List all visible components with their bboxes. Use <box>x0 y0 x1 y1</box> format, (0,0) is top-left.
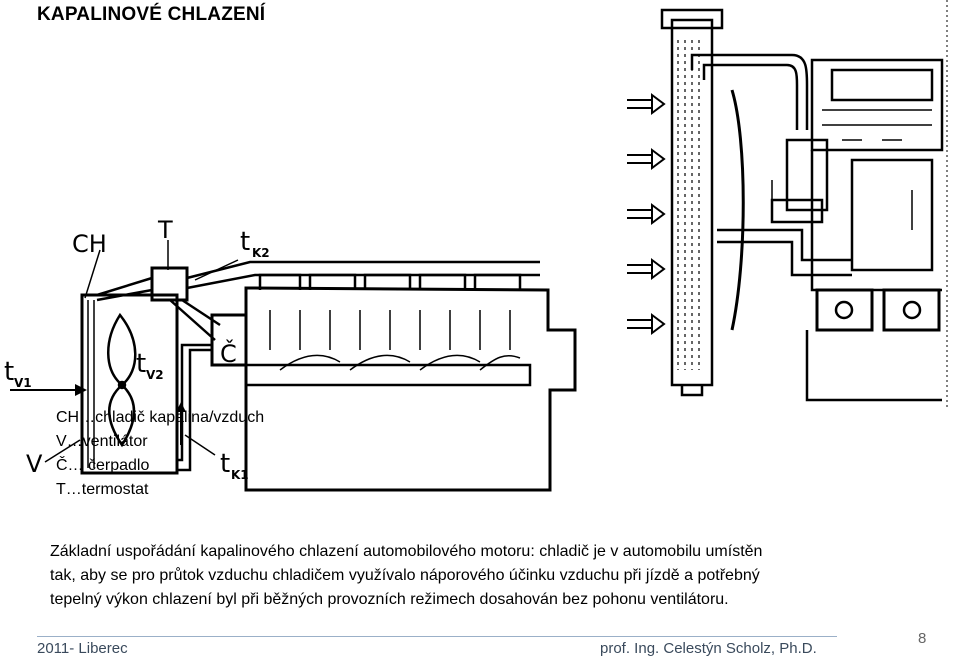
footer-location-year: 2011- Liberec <box>37 640 128 657</box>
label-tv2: t <box>136 349 146 379</box>
label-pump: Č <box>220 338 237 368</box>
label-tk1: t <box>220 449 230 479</box>
description-line-3: tepelný výkon chlazení byl při běžných p… <box>50 591 729 608</box>
footer-author: prof. Ing. Celestýn Scholz, Ph.D. <box>600 640 817 657</box>
description-line-2: tak, aby se pro průtok vzduchu chladičem… <box>50 567 760 584</box>
footer-divider <box>37 636 837 637</box>
label-tk2-sub: K2 <box>252 246 270 260</box>
label-tv2-sub: V2 <box>146 368 164 382</box>
label-tk2: t <box>240 227 250 257</box>
engine-cross-section-image <box>627 0 948 410</box>
slide-title: KAPALINOVÉ CHLAZENÍ <box>37 4 266 25</box>
engine-block <box>244 286 577 492</box>
label-ch: CH <box>72 230 107 258</box>
page-number: 8 <box>918 630 927 647</box>
legend-item-pump: Č… čerpadlo <box>56 457 150 474</box>
description-line-1: Základní uspořádání kapalinového chlazen… <box>50 543 763 560</box>
fan-shape <box>107 312 137 448</box>
thermostat-box <box>150 266 189 302</box>
legend-item-fan: V…ventilátor <box>56 433 148 450</box>
label-tv1-sub: V1 <box>14 376 32 390</box>
legend-item-thermostat: T…termostat <box>56 481 149 498</box>
label-tv1: t <box>4 357 14 387</box>
legend-list: CH…chladič kapalina/vzduch V…ventilátor … <box>56 406 264 502</box>
cooling-schematic-diagram: CH T t K2 Č t V1 t V2 t K1 V <box>4 216 577 492</box>
label-t: T <box>157 216 173 244</box>
label-tk1-sub: K1 <box>231 468 249 482</box>
label-v: V <box>26 450 43 478</box>
legend-item-radiator: CH…chladič kapalina/vzduch <box>56 409 265 426</box>
description-text: Základní uspořádání kapalinového chlazen… <box>50 540 930 612</box>
